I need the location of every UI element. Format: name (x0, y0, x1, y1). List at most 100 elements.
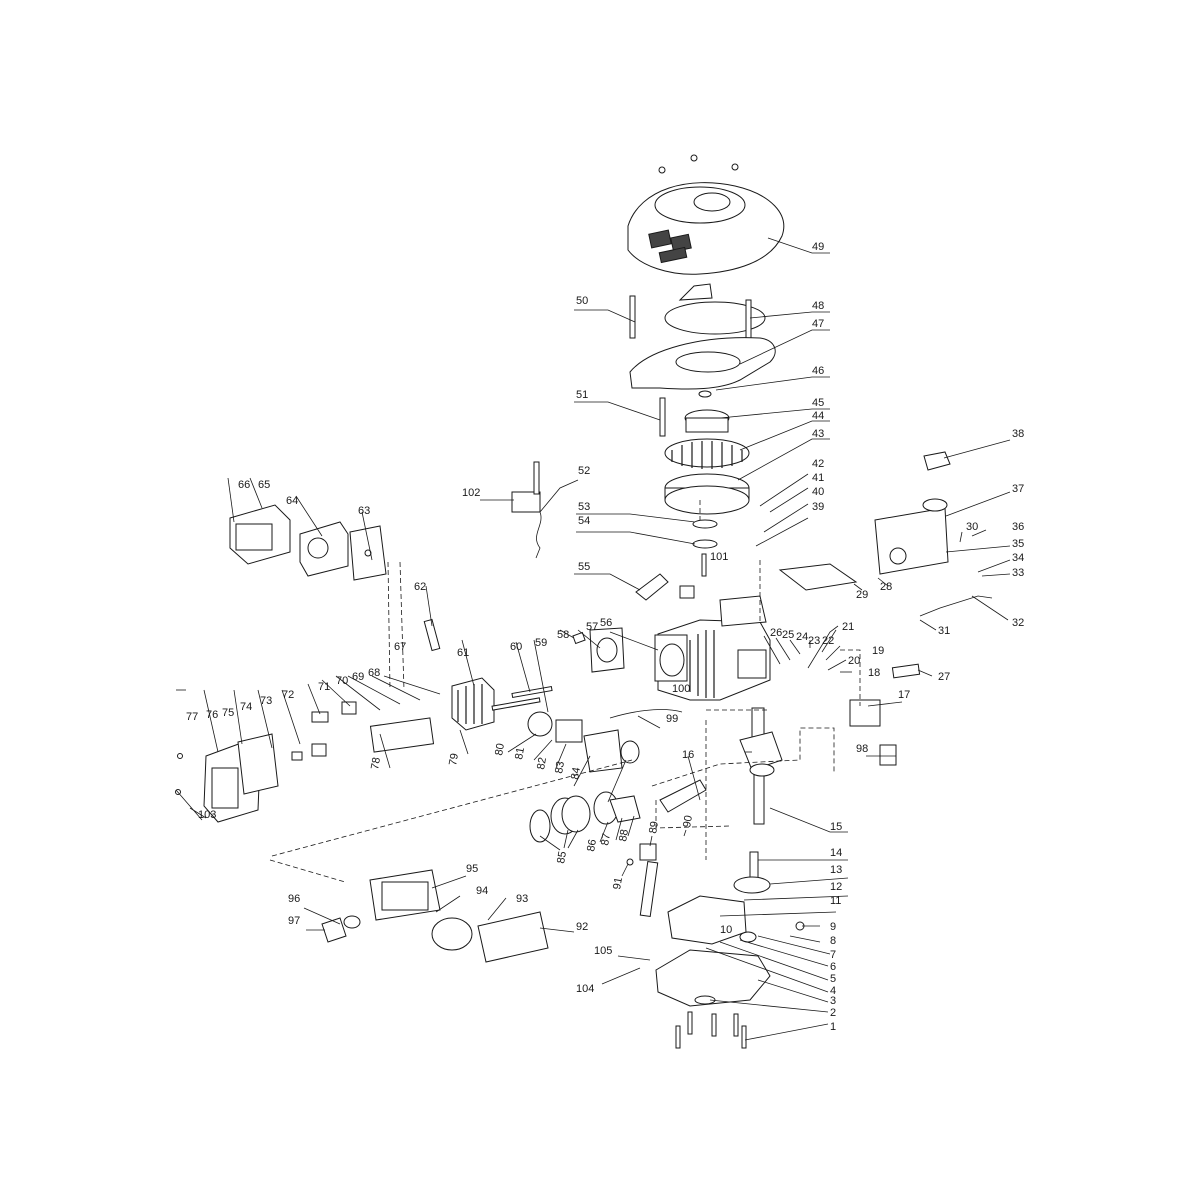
part-label-92: 92 (576, 921, 588, 933)
spark-plug (423, 618, 441, 652)
part-label-54: 54 (578, 515, 590, 527)
part-label-64: 64 (286, 495, 298, 507)
part-label-38: 38 (1012, 428, 1024, 440)
part-label-85: 85 (555, 850, 569, 864)
part-label-50: 50 (576, 295, 588, 307)
part-label-57: 57 (586, 621, 598, 633)
crankcase-sump (655, 949, 771, 1049)
part-label-12: 12 (830, 881, 842, 893)
part-label-83: 83 (553, 760, 567, 774)
part-label-53: 53 (578, 501, 590, 513)
air-intake-seals (529, 791, 641, 843)
part-label-28: 28 (880, 581, 892, 593)
part-label-59: 59 (535, 637, 547, 649)
part-label-91: 91 (611, 876, 625, 890)
part-label-36: 36 (1012, 521, 1024, 533)
part-label-67: 67 (394, 641, 406, 653)
connecting-rod (659, 779, 707, 813)
ignition-coil (511, 461, 542, 559)
part-label-43: 43 (812, 428, 824, 440)
part-label-19: 19 (872, 645, 884, 657)
part-label-75: 75 (222, 707, 234, 719)
part-label-14: 14 (830, 847, 842, 859)
part-label-100: 100 (672, 683, 690, 695)
part-label-39: 39 (812, 501, 824, 513)
part-label-30: 30 (966, 521, 978, 533)
part-label-49: 49 (812, 241, 824, 253)
part-label-6: 6 (830, 961, 836, 973)
part-label-56: 56 (600, 617, 612, 629)
flywheel-assembly (659, 390, 750, 515)
oil-filler (626, 843, 659, 917)
part-label-55: 55 (578, 561, 590, 573)
valve-train (291, 701, 435, 761)
part-label-27: 27 (938, 671, 950, 683)
part-label-51: 51 (576, 389, 588, 401)
brackets (849, 663, 921, 766)
part-label-4: 4 (830, 985, 836, 997)
part-label-60: 60 (510, 641, 522, 653)
part-label-16: 16 (682, 749, 694, 761)
part-label-9: 9 (830, 921, 836, 933)
part-label-33: 33 (1012, 567, 1024, 579)
part-label-68: 68 (368, 667, 380, 679)
part-label-76: 76 (206, 709, 218, 721)
part-label-24: 24 (796, 631, 808, 643)
part-label-45: 45 (812, 397, 824, 409)
part-label-86: 86 (585, 838, 599, 852)
part-label-61: 61 (457, 647, 469, 659)
blower-housing (629, 337, 776, 390)
part-label-48: 48 (812, 300, 824, 312)
part-label-78: 78 (369, 756, 383, 770)
muffler-assembly (229, 504, 387, 581)
part-label-13: 13 (830, 864, 842, 876)
parts-drawing (175, 154, 993, 1049)
part-label-95: 95 (466, 863, 478, 875)
spark-plug-cap (635, 573, 695, 601)
part-label-71: 71 (318, 681, 330, 693)
recoil-starter (629, 283, 766, 343)
throttle-linkage (778, 563, 993, 669)
part-number-labels: 1 2 3 4 5 6 7 8 9 10 11 12 13 14 15 16 1… (186, 241, 1024, 1033)
part-label-73: 73 (260, 695, 272, 707)
part-label-15: 15 (830, 821, 842, 833)
air-filter-housing (321, 869, 549, 963)
carburetor-assembly (527, 709, 683, 773)
part-label-66: 66 (238, 479, 250, 491)
part-label-34: 34 (1012, 552, 1024, 564)
part-label-99: 99 (666, 713, 678, 725)
part-label-1: 1 (830, 1021, 836, 1033)
alignment-lines (269, 500, 861, 883)
part-label-5: 5 (830, 973, 836, 985)
part-label-97: 97 (288, 915, 300, 927)
part-label-96: 96 (288, 893, 300, 905)
cylinder-head (451, 677, 553, 731)
part-label-23: 23 (808, 635, 820, 647)
part-label-37: 37 (1012, 483, 1024, 495)
part-label-82: 82 (535, 756, 549, 770)
valve-cover (175, 733, 279, 823)
crankshaft (739, 707, 783, 825)
part-label-89: 89 (647, 820, 661, 834)
part-label-41: 41 (812, 472, 824, 484)
part-label-58: 58 (557, 629, 569, 641)
part-label-21: 21 (842, 621, 854, 633)
fuel-tank (874, 451, 951, 575)
part-label-40: 40 (812, 486, 824, 498)
part-label-3: 3 (830, 995, 836, 1007)
part-label-102: 102 (462, 487, 480, 499)
part-label-42: 42 (812, 458, 824, 470)
part-label-74: 74 (240, 701, 252, 713)
part-label-18: 18 (868, 667, 880, 679)
part-label-104: 104 (576, 983, 594, 995)
part-label-98: 98 (856, 743, 868, 755)
part-label-7: 7 (830, 949, 836, 961)
part-label-22: 22 (822, 635, 834, 647)
part-label-94: 94 (476, 885, 488, 897)
part-label-84: 84 (569, 766, 583, 780)
part-label-29: 29 (856, 589, 868, 601)
part-label-46: 46 (812, 365, 824, 377)
part-label-81: 81 (513, 746, 527, 760)
part-label-90: 90 (681, 814, 695, 828)
part-label-11: 11 (830, 895, 841, 907)
